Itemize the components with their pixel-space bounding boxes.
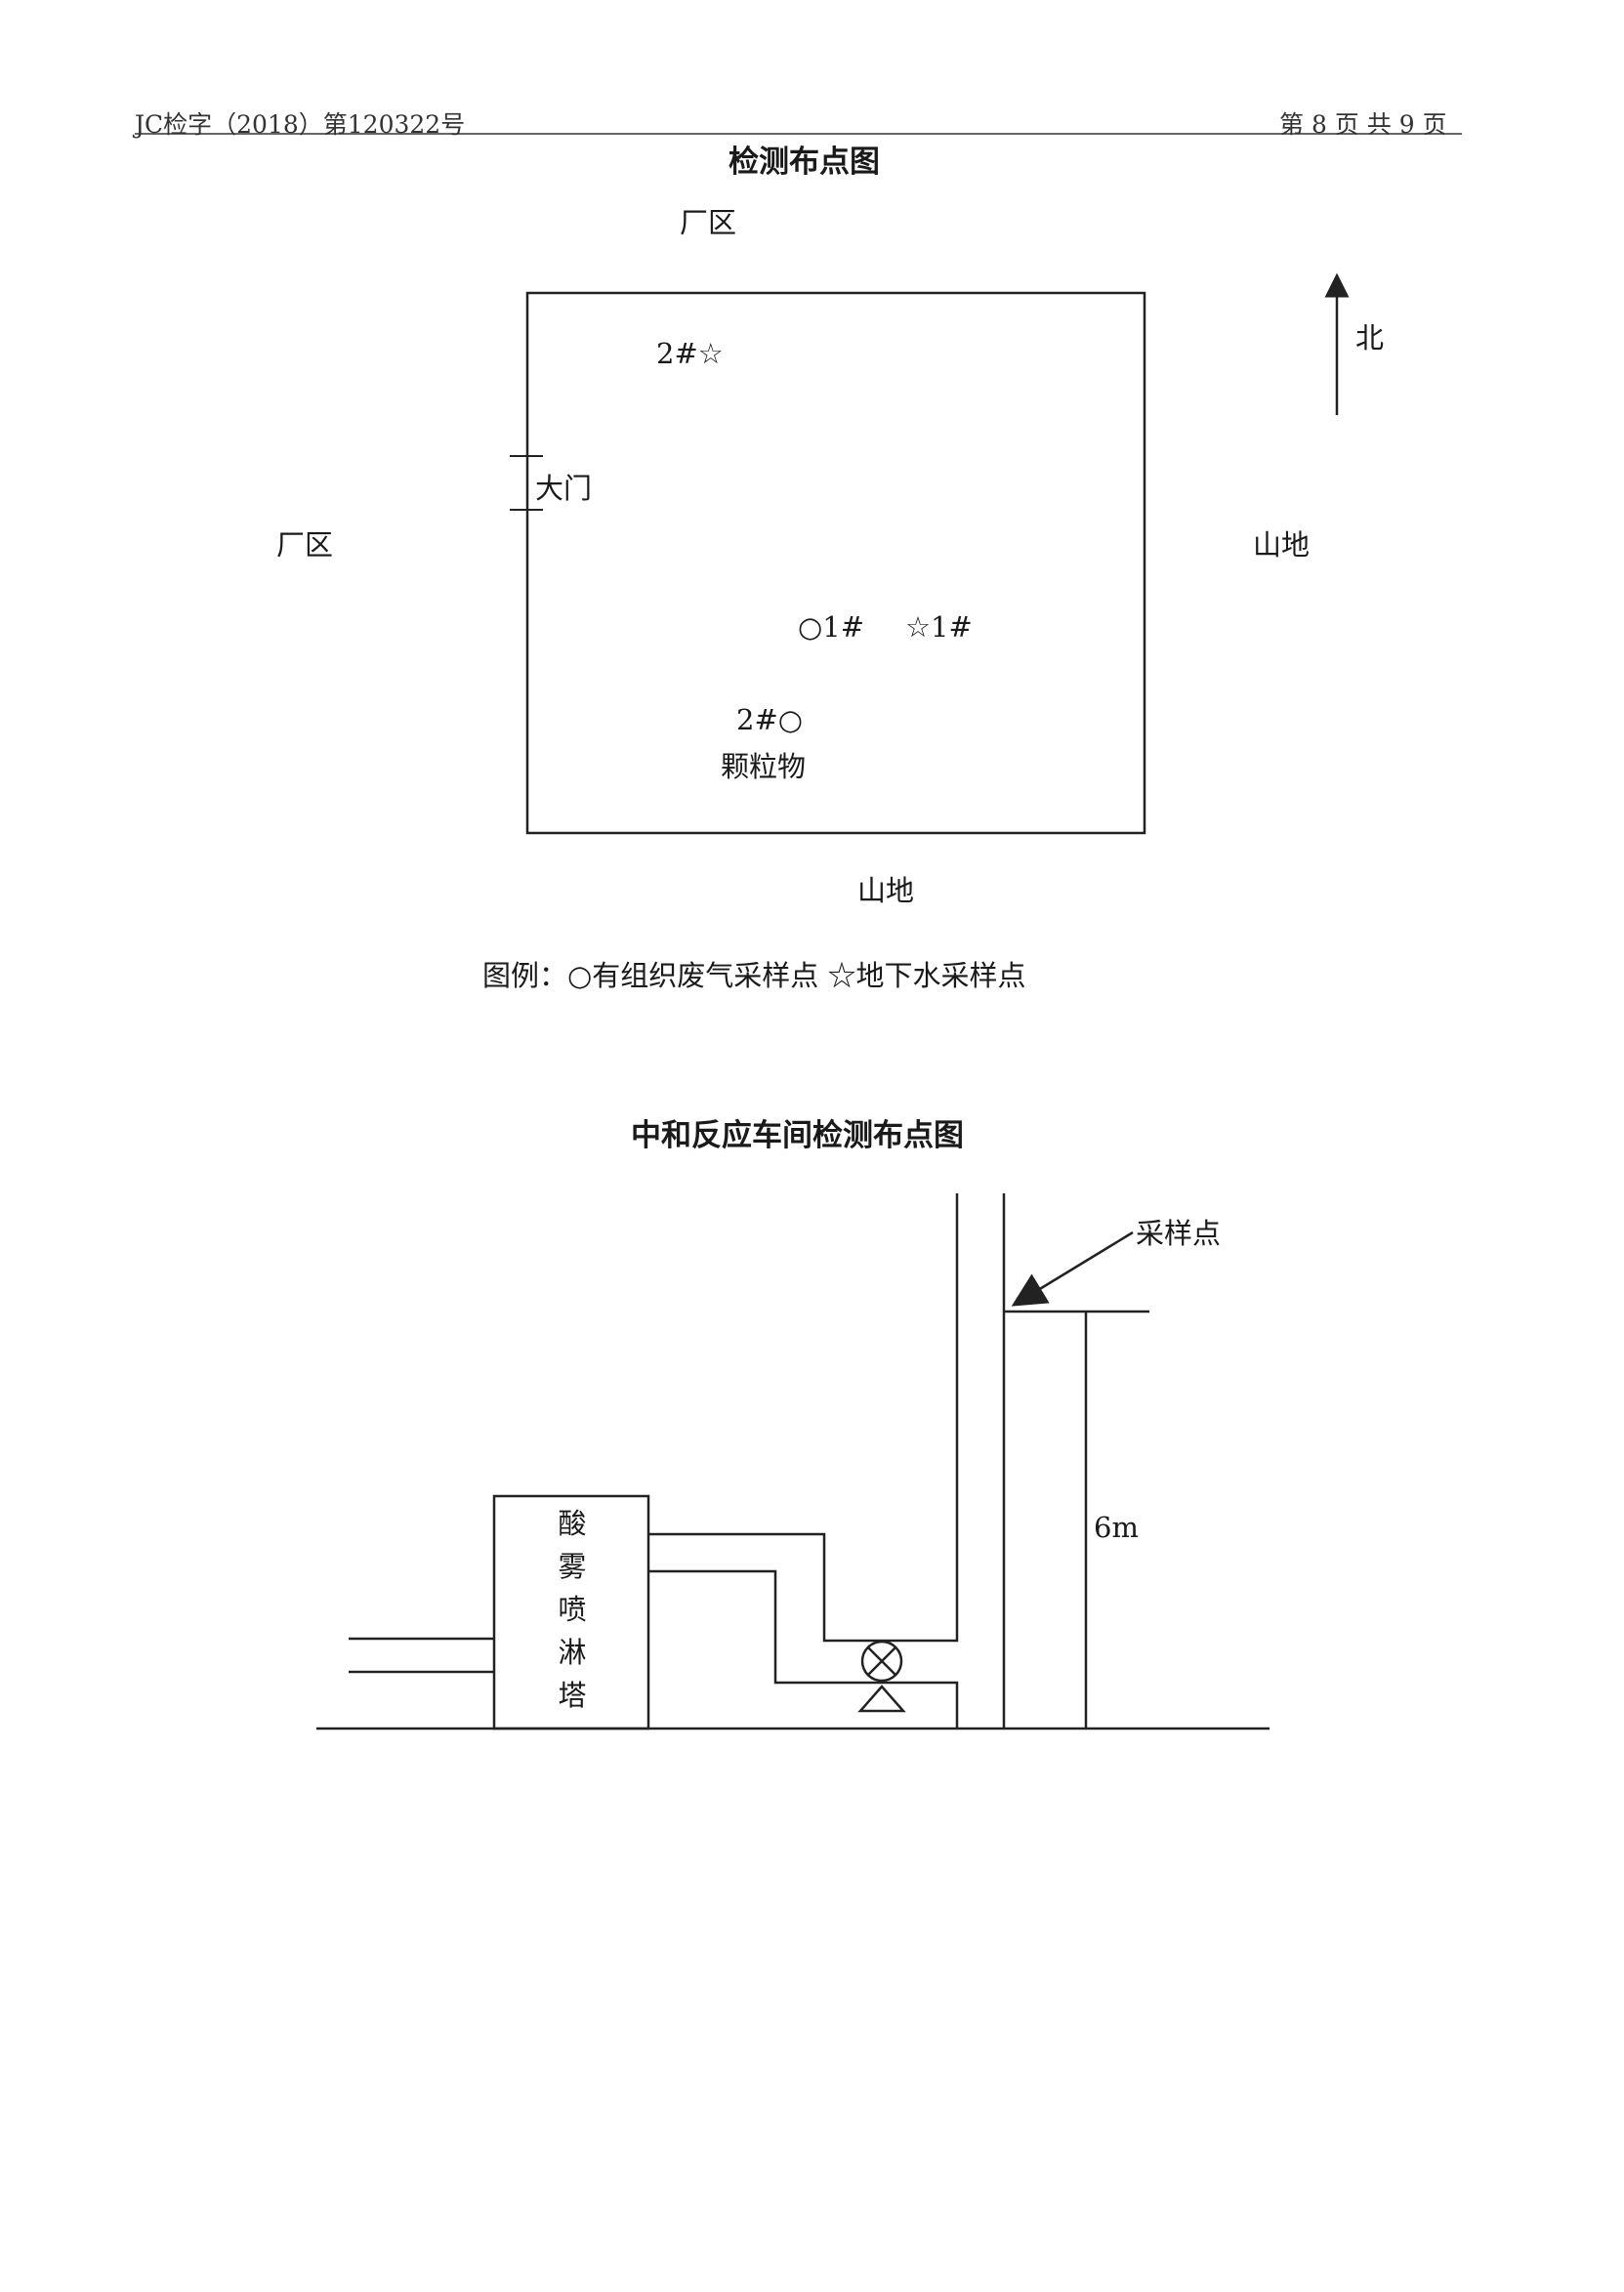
north-area-label: 厂区	[680, 206, 737, 239]
compass-north-label: 北	[1355, 321, 1385, 354]
particulate-label: 颗粒物	[721, 750, 807, 783]
stack-height-label: 6m	[1094, 1511, 1139, 1544]
legend: 图例：○有组织废气采样点 ☆地下水采样点	[482, 959, 1026, 992]
gate-label: 大门	[535, 472, 593, 505]
acid-mist-tower	[492, 1494, 650, 1730]
sampling-pointer	[1011, 1230, 1134, 1307]
tower-char: 喷	[558, 1593, 587, 1626]
tower-char: 淋	[558, 1636, 587, 1669]
exhaust-point-2: 2#○	[736, 703, 804, 736]
site-boundary	[525, 291, 1146, 835]
fan-base	[857, 1685, 906, 1713]
map2-title: 中和反应车间检测布点图	[631, 1118, 964, 1153]
groundwater-point-1: ☆1#	[905, 610, 973, 644]
tower-label: 酸 雾 喷 淋 塔	[543, 1502, 602, 1717]
sampling-point-label: 采样点	[1136, 1217, 1222, 1250]
tower-char: 雾	[558, 1550, 587, 1583]
duct-lower	[648, 1569, 959, 1729]
exhaust-point-1: ○1#	[798, 610, 865, 644]
tower-char: 塔	[558, 1679, 587, 1712]
map1-title: 检测布点图	[729, 145, 880, 180]
tower-char: 酸	[558, 1507, 587, 1540]
east-area-label: 山地	[1253, 528, 1311, 562]
west-area-label: 厂区	[276, 528, 334, 562]
duct-upper	[648, 1193, 959, 1643]
south-area-label: 山地	[857, 874, 915, 907]
groundwater-point-2: 2#☆	[656, 337, 724, 370]
